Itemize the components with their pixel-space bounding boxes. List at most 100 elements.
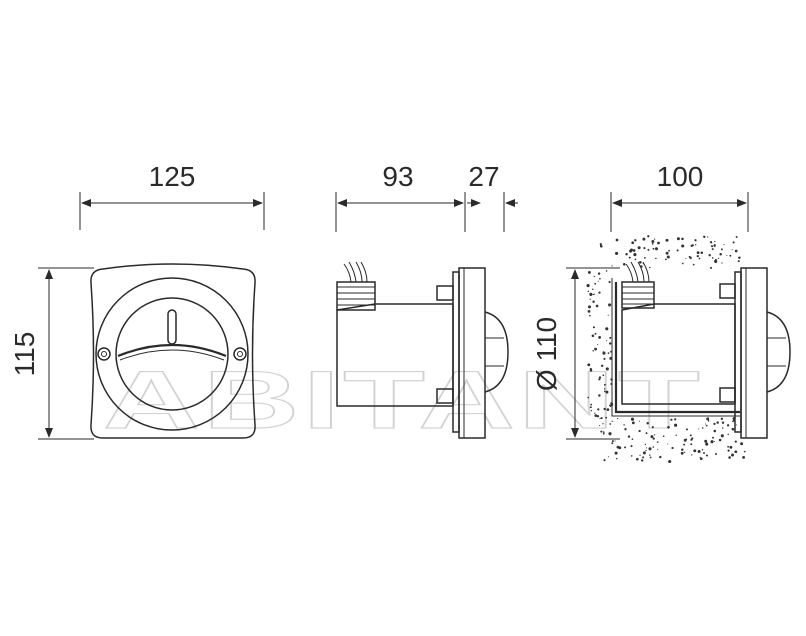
side-clip-top bbox=[436, 285, 454, 301]
concrete-speck bbox=[674, 418, 677, 421]
concrete-speck bbox=[648, 447, 652, 451]
concrete-speck bbox=[722, 427, 724, 429]
concrete-speck bbox=[709, 241, 713, 244]
concrete-speck bbox=[638, 420, 640, 422]
concrete-speck bbox=[651, 240, 655, 243]
dimension-front-width: 125 bbox=[79, 161, 265, 230]
concrete-speck bbox=[665, 251, 669, 255]
install-cable-1 bbox=[625, 263, 634, 283]
front-view: 125 115 bbox=[9, 161, 265, 440]
concrete-speck bbox=[600, 364, 604, 368]
concrete-speck bbox=[696, 254, 699, 258]
concrete-speck bbox=[605, 270, 608, 272]
concrete-speck bbox=[631, 241, 635, 245]
concrete-speck bbox=[623, 424, 625, 426]
concrete-speck bbox=[734, 249, 738, 253]
concrete-speck bbox=[705, 442, 709, 446]
front-screw-right bbox=[233, 347, 247, 361]
concrete-speck bbox=[605, 416, 608, 419]
concrete-speck bbox=[598, 394, 601, 397]
concrete-speck bbox=[642, 237, 646, 241]
install-flange bbox=[740, 267, 768, 439]
concrete-speck bbox=[606, 340, 608, 342]
concrete-speck bbox=[732, 241, 735, 244]
concrete-speck bbox=[605, 390, 609, 394]
concrete-speck bbox=[614, 440, 616, 442]
concrete-speck bbox=[649, 454, 651, 456]
concrete-speck bbox=[656, 441, 659, 443]
concrete-speck bbox=[645, 449, 647, 452]
concrete-speck bbox=[726, 424, 730, 427]
concrete-speck bbox=[602, 423, 604, 425]
concrete-speck bbox=[598, 376, 602, 379]
concrete-speck bbox=[630, 455, 633, 457]
concrete-speck bbox=[624, 446, 627, 449]
concrete-speck bbox=[705, 424, 708, 427]
concrete-speck bbox=[610, 378, 613, 381]
install-cable-gland bbox=[621, 281, 655, 309]
concrete-speck bbox=[681, 244, 685, 248]
concrete-speck bbox=[633, 253, 637, 257]
concrete-speck bbox=[705, 454, 708, 457]
concrete-speck bbox=[594, 414, 598, 417]
concrete-speck bbox=[639, 454, 641, 456]
concrete-speck bbox=[653, 434, 656, 436]
concrete-speck bbox=[716, 421, 719, 424]
concrete-speck bbox=[695, 244, 697, 246]
concrete-speck bbox=[605, 327, 609, 331]
concrete-speck bbox=[606, 408, 610, 411]
concrete-speck bbox=[732, 416, 736, 421]
front-lens-lip bbox=[117, 343, 227, 358]
concrete-speck bbox=[618, 446, 622, 450]
concrete-speck bbox=[607, 314, 609, 316]
concrete-speck bbox=[639, 261, 642, 264]
concrete-speck bbox=[740, 442, 744, 446]
concrete-speck bbox=[655, 257, 657, 260]
concrete-speck bbox=[713, 244, 716, 247]
concrete-speck bbox=[615, 238, 619, 242]
concrete-speck bbox=[668, 459, 672, 464]
concrete-speck bbox=[707, 236, 709, 238]
concrete-speck bbox=[590, 403, 593, 406]
concrete-speck bbox=[721, 262, 723, 264]
concrete-speck bbox=[586, 284, 590, 288]
concrete-speck bbox=[713, 440, 716, 443]
concrete-speck bbox=[737, 260, 740, 263]
concrete-speck bbox=[699, 457, 703, 461]
concrete-speck bbox=[734, 440, 737, 443]
concrete-speck bbox=[630, 417, 635, 421]
side-cable-2 bbox=[355, 261, 363, 283]
concrete-speck bbox=[670, 418, 673, 421]
concrete-speck bbox=[594, 332, 597, 335]
concrete-speck bbox=[643, 247, 646, 250]
concrete-speck bbox=[696, 251, 700, 255]
concrete-speck bbox=[610, 382, 613, 386]
concrete-speck bbox=[689, 256, 692, 260]
concrete-speck bbox=[589, 292, 593, 296]
dimension-flange-depth: 27 bbox=[467, 161, 518, 232]
concrete-speck bbox=[690, 443, 693, 446]
concrete-speck bbox=[629, 249, 633, 253]
concrete-speck bbox=[631, 438, 634, 440]
concrete-speck bbox=[587, 396, 590, 399]
concrete-speck bbox=[610, 402, 613, 405]
concrete-speck bbox=[611, 442, 614, 445]
concrete-speck bbox=[652, 437, 655, 440]
concrete-speck bbox=[600, 430, 603, 433]
dimension-label-125: 125 bbox=[149, 161, 196, 192]
concrete-speck bbox=[668, 249, 670, 252]
concrete-speck bbox=[611, 265, 613, 267]
concrete-speck bbox=[589, 369, 593, 372]
concrete-speck bbox=[634, 239, 637, 242]
concrete-speck bbox=[649, 456, 652, 459]
concrete-speck bbox=[657, 241, 660, 245]
concrete-speck bbox=[599, 277, 601, 280]
concrete-speck bbox=[596, 305, 599, 308]
concrete-speck bbox=[731, 427, 735, 431]
concrete-speck bbox=[681, 448, 684, 452]
concrete-speck bbox=[675, 434, 677, 436]
concrete-speck bbox=[593, 293, 595, 295]
concrete-speck bbox=[657, 448, 659, 450]
concrete-speck bbox=[711, 248, 714, 251]
concrete-speck bbox=[598, 336, 601, 339]
